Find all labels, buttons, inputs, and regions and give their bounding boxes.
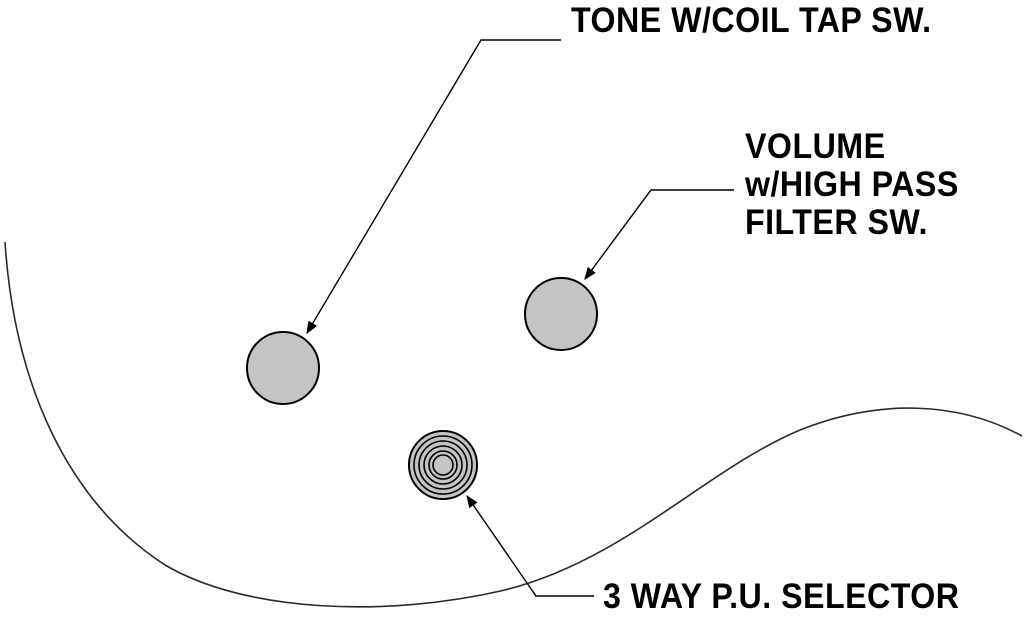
pickup-selector-label: 3 WAY P.U. SELECTOR	[603, 577, 960, 616]
volume-label-line-3: FILTER SW.	[745, 203, 928, 242]
selector-leader-line	[466, 494, 594, 597]
volume-knob	[524, 277, 598, 351]
guitar-body-outline	[4, 241, 1023, 608]
volume-label-line-2: w/HIGH PASS	[745, 165, 959, 204]
tone-switch-label: TONE W/COIL TAP SW.	[571, 1, 932, 40]
tone-leader-line	[306, 39, 561, 335]
volume-leader-line	[584, 189, 734, 281]
tone-knob	[246, 331, 320, 405]
volume-label-line-1: VOLUME	[745, 127, 886, 166]
volume-switch-label: VOLUME w/HIGH PASS FILTER SW.	[745, 128, 959, 242]
selector-switch	[408, 430, 478, 500]
